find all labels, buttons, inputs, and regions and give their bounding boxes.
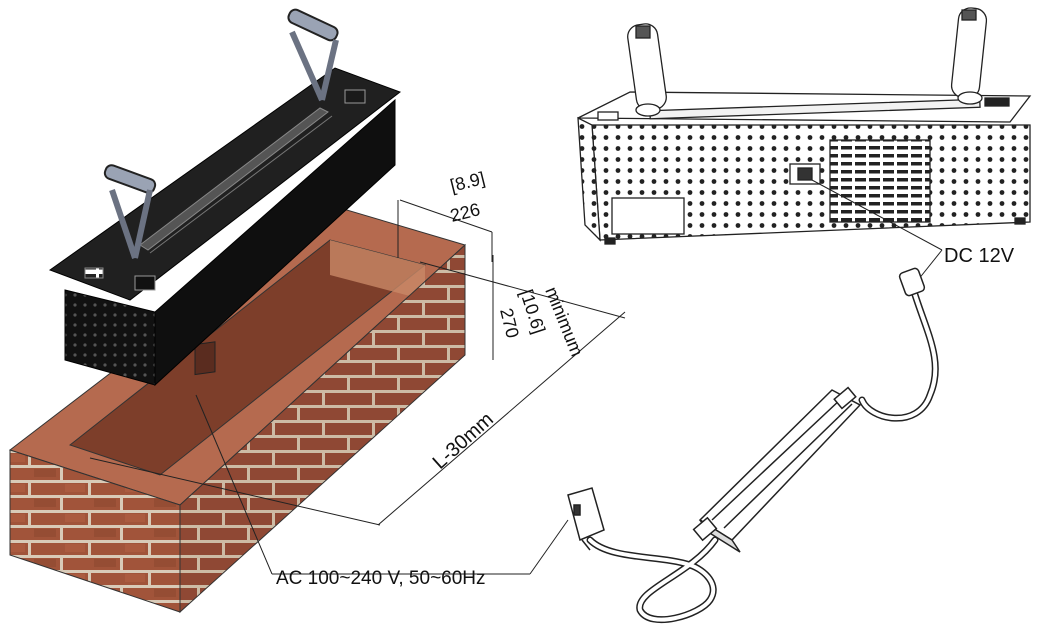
burner-front-face xyxy=(64,289,156,386)
burner-unit-right xyxy=(577,7,1032,245)
right-control-panel xyxy=(611,197,685,235)
dc-plug-icon xyxy=(898,267,926,297)
right-handle-left xyxy=(627,23,667,117)
dc-leader xyxy=(811,179,943,281)
depth-inch-label: [8.9] xyxy=(448,168,487,196)
power-cable-inner xyxy=(588,283,938,622)
power-cutout xyxy=(194,341,216,376)
dimension-lines xyxy=(89,199,626,575)
burner-unit-left xyxy=(48,8,402,387)
height-mm-label: 270 xyxy=(496,306,523,340)
brick-enclosure xyxy=(8,204,466,614)
power-cable xyxy=(586,281,939,623)
right-handle-right xyxy=(950,7,988,105)
handle-left xyxy=(103,164,157,259)
top-vent xyxy=(84,267,104,279)
length-label: L-30mm xyxy=(429,408,498,473)
power-adapter xyxy=(692,386,862,553)
brick-side-face xyxy=(179,243,466,614)
dc-callout: DC 12V xyxy=(944,245,1015,267)
top-square-hatch xyxy=(344,89,366,104)
handle-right xyxy=(287,8,339,102)
ac-callout: AC 100~240 V, 50~60Hz xyxy=(276,568,486,589)
minimum-label: minimum xyxy=(541,284,587,359)
ac-plug-icon xyxy=(567,487,605,551)
right-grille xyxy=(829,139,931,223)
burner-trough xyxy=(139,107,329,251)
burner-side-face xyxy=(154,98,396,387)
top-control-box xyxy=(134,275,156,291)
depth-mm-label: 226 xyxy=(448,199,482,226)
brick-cavity-wall xyxy=(330,240,425,300)
right-end-face xyxy=(577,116,601,242)
